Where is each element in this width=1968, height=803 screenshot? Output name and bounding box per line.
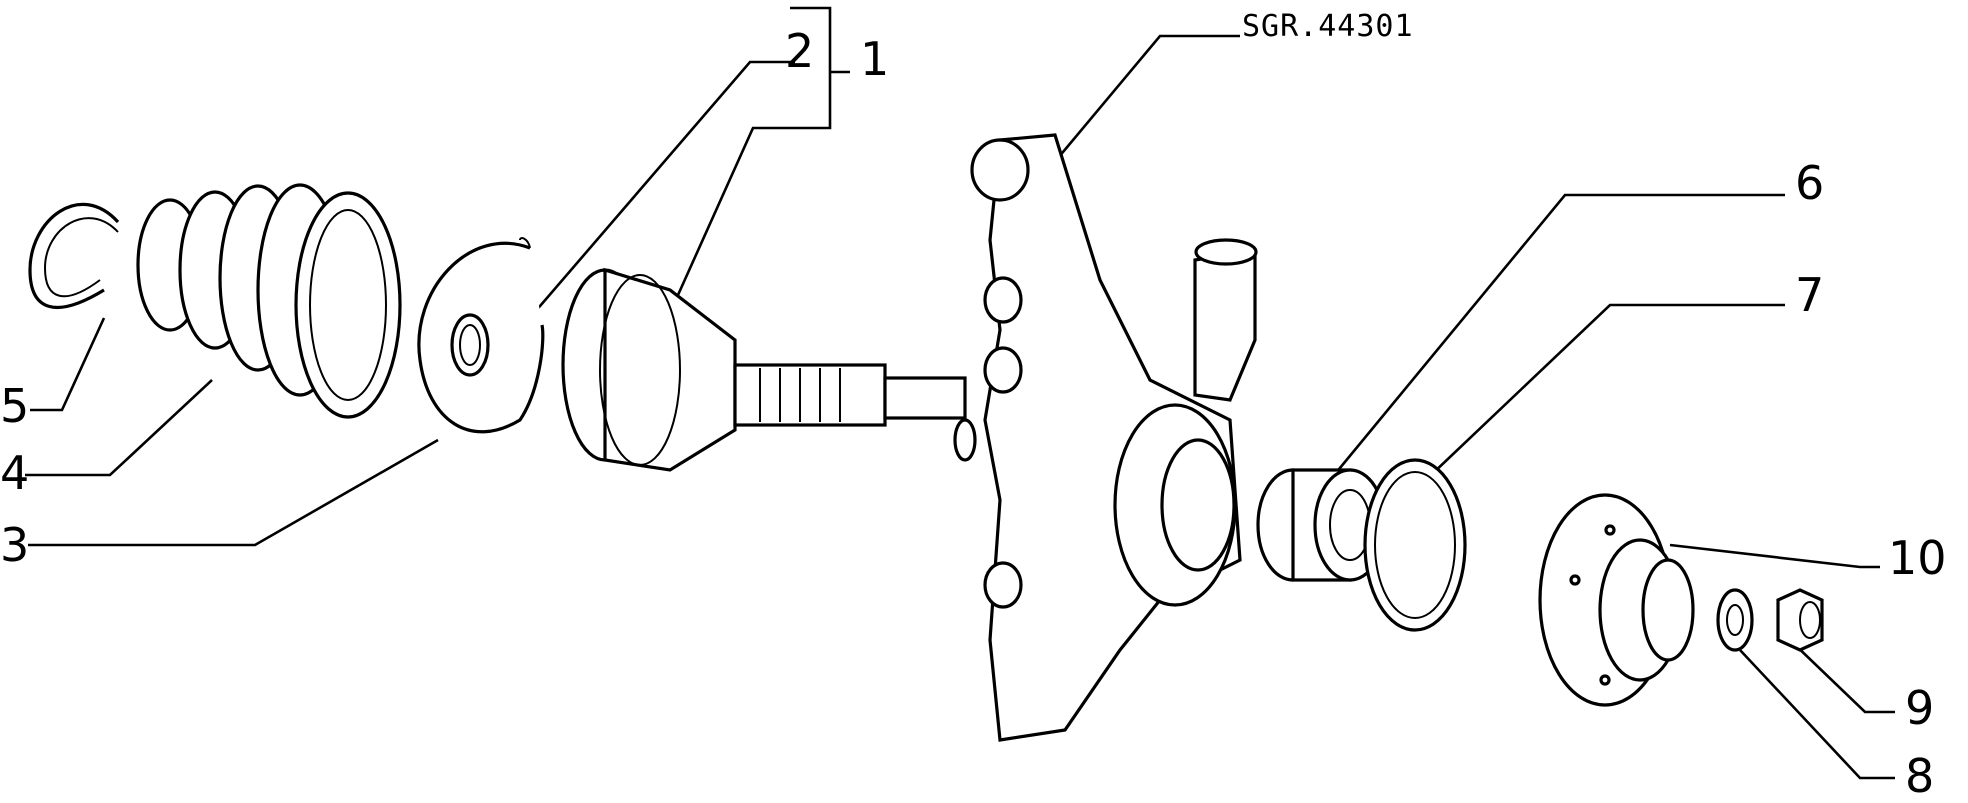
callout-1: 1 [860,32,890,86]
callout-5: 5 [0,379,30,433]
callout-10: 10 [1888,531,1947,585]
callout-8: 8 [1905,749,1935,803]
cv-joint [561,267,977,472]
clamp-ring [28,202,120,309]
callout-2: 2 [785,24,815,78]
callout-4: 4 [0,446,30,500]
wheel-hub [1538,493,1695,707]
wheel-bearing [1256,468,1387,582]
callout-3: 3 [0,518,30,572]
washer [1716,588,1754,652]
steering-knuckle [970,133,1258,742]
dust-boot [136,183,402,419]
callout-9: 9 [1905,681,1935,735]
snap-ring [450,313,490,377]
callout-6: 6 [1795,156,1825,210]
reference-code: SGR.44301 [1242,9,1414,44]
retaining-ring [1363,458,1467,632]
leader-lines [25,6,1895,780]
callout-7: 7 [1795,268,1825,322]
hub-nut [1776,588,1824,652]
